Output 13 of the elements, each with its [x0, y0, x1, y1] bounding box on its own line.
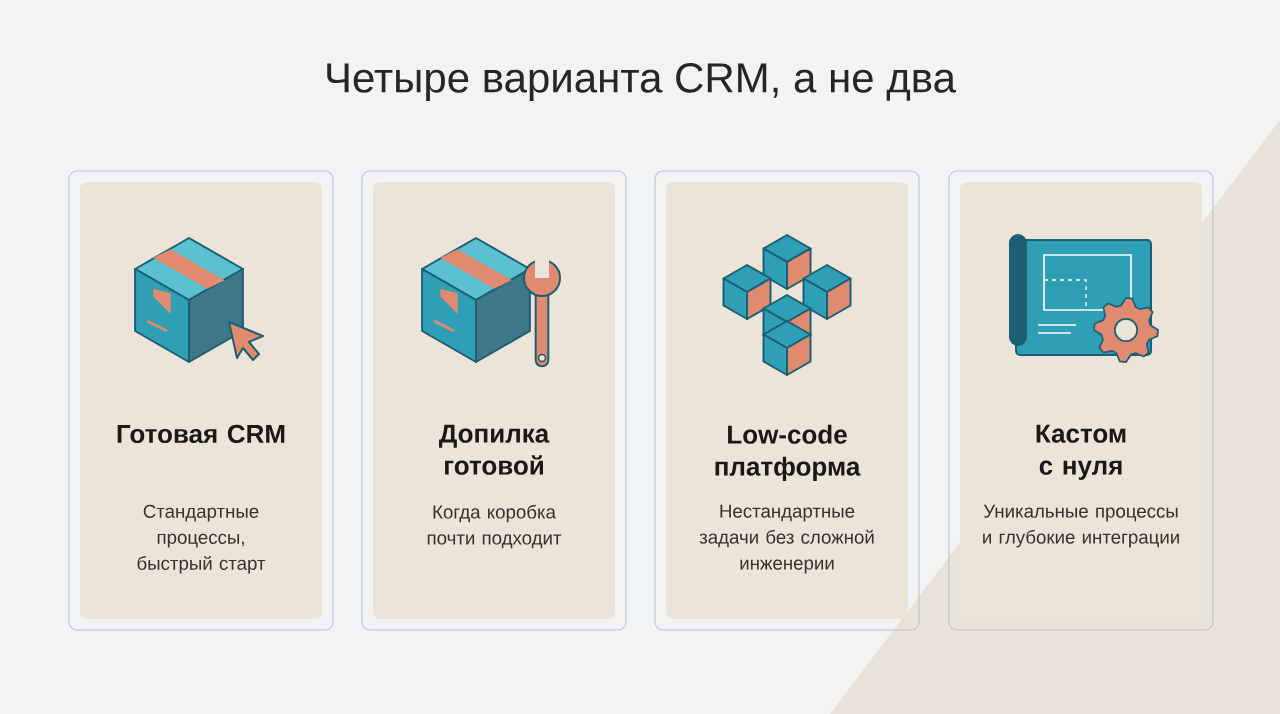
- card-description: Стандартные процессы, быстрый старт: [137, 504, 266, 574]
- card-heading: Допилка готовой: [439, 424, 550, 475]
- option-card: [361, 170, 627, 631]
- option-card: [948, 170, 1214, 631]
- card-heading: Low-code платформа: [715, 424, 861, 481]
- card-description: Уникальные процессы и глубокие интеграции: [983, 504, 1179, 548]
- option-card: [68, 170, 334, 631]
- option-card: [654, 170, 920, 631]
- card-heading: Готовая CRM: [117, 424, 285, 444]
- card-description: Когда коробка почти подходит: [427, 504, 562, 549]
- card-description: Нестандартные задачи без сложной инженерии: [699, 504, 874, 574]
- title: Четыре варианта CRM, а не два: [327, 63, 956, 102]
- card-heading: Кастом с нуля: [1036, 424, 1126, 480]
